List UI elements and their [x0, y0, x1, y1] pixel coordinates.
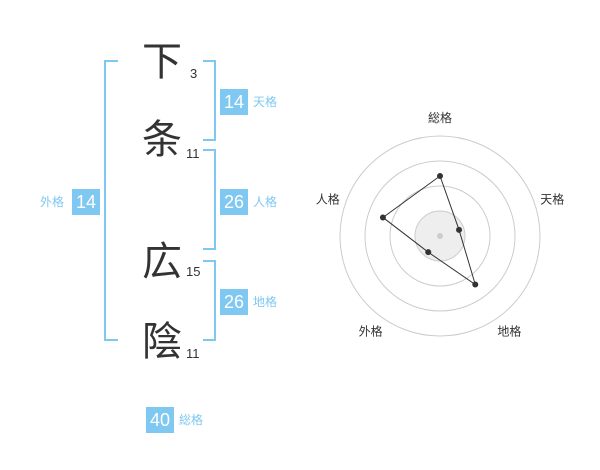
soukaku-label: 総格 — [179, 413, 204, 427]
radar-axis-label: 人格 — [316, 192, 340, 207]
soukaku-value: 40 — [146, 407, 174, 433]
stroke-count-3: 15 — [186, 264, 201, 279]
chikaku-bracket — [203, 260, 216, 341]
radar-axis-label: 天格 — [540, 192, 564, 207]
jinkaku-bracket — [203, 149, 216, 250]
radar-point-2 — [456, 226, 463, 233]
tenkaku-label: 天格 — [253, 95, 278, 109]
radar-center-dot — [437, 233, 443, 239]
radar-ring-4 — [339, 135, 541, 337]
gaikaku-value: 14 — [72, 189, 100, 215]
chikaku-label: 地格 — [253, 295, 278, 309]
gaikaku-label: 外格 — [40, 195, 65, 209]
stroke-count-2: 11 — [186, 146, 200, 161]
jinkaku-value: 26 — [220, 189, 248, 215]
stroke-count-1: 3 — [190, 66, 198, 81]
name-char-2: 条 — [142, 117, 182, 163]
radar-point-3 — [472, 281, 479, 288]
radar-ring-2 — [389, 185, 491, 287]
radar-axis-label: 地格 — [497, 323, 521, 338]
radar-ring-1 — [414, 210, 466, 262]
gaikaku-bracket — [104, 60, 118, 341]
radar-axis-label: 総格 — [428, 110, 452, 125]
radar-point-4 — [425, 249, 432, 256]
tenkaku-value: 14 — [220, 89, 248, 115]
radar-point-1 — [437, 173, 443, 179]
name-char-1: 下 — [142, 39, 182, 85]
jinkaku-label: 人格 — [253, 195, 278, 209]
tenkaku-bracket — [203, 60, 216, 141]
stroke-count-4: 11 — [186, 346, 200, 361]
radar-polygon — [382, 175, 477, 286]
chikaku-value: 26 — [220, 289, 248, 315]
name-char-4: 陰 — [142, 319, 182, 365]
radar-point-5 — [379, 214, 386, 221]
radar-ring-3 — [364, 160, 516, 312]
radar-axis-label: 外格 — [359, 323, 383, 338]
name-char-3: 広 — [142, 239, 182, 285]
